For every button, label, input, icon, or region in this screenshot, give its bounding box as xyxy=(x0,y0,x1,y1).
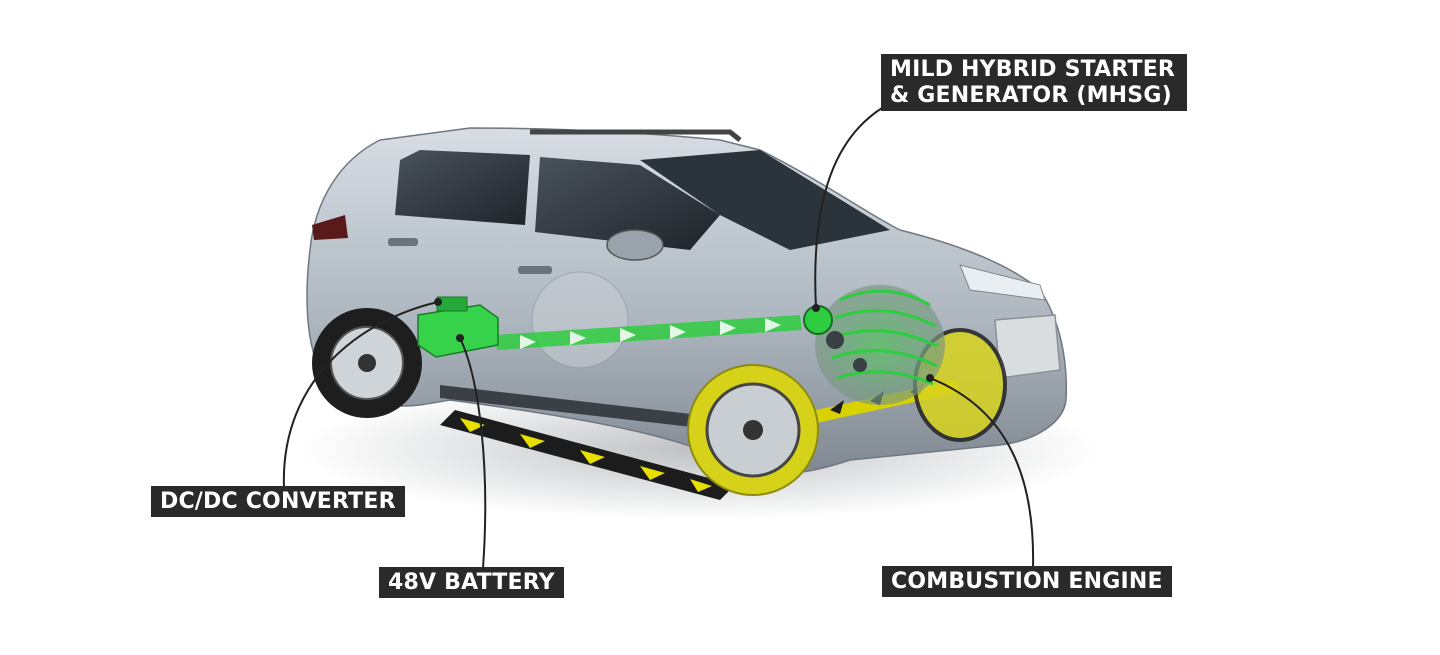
wheel xyxy=(688,365,818,495)
rear-window xyxy=(395,150,530,225)
mhsg-label-line2: & GENERATOR (MHSG) xyxy=(890,83,1178,109)
mhsg-label-line1: MILD HYBRID STARTER xyxy=(890,57,1178,83)
dcdc-converter-label: DC/DC CONVERTER xyxy=(151,486,405,517)
engine-block xyxy=(815,285,945,405)
side-mirror xyxy=(607,230,663,260)
combustion-engine-label: COMBUSTION ENGINE xyxy=(882,566,1172,597)
dcdc-converter-box xyxy=(437,297,467,311)
ghost-wheel xyxy=(532,272,628,368)
battery-label: 48V BATTERY xyxy=(379,567,564,598)
rear-door-handle xyxy=(388,238,418,246)
front-door-handle xyxy=(518,266,552,274)
mhsg-label: MILD HYBRID STARTER & GENERATOR (MHSG) xyxy=(881,54,1187,111)
